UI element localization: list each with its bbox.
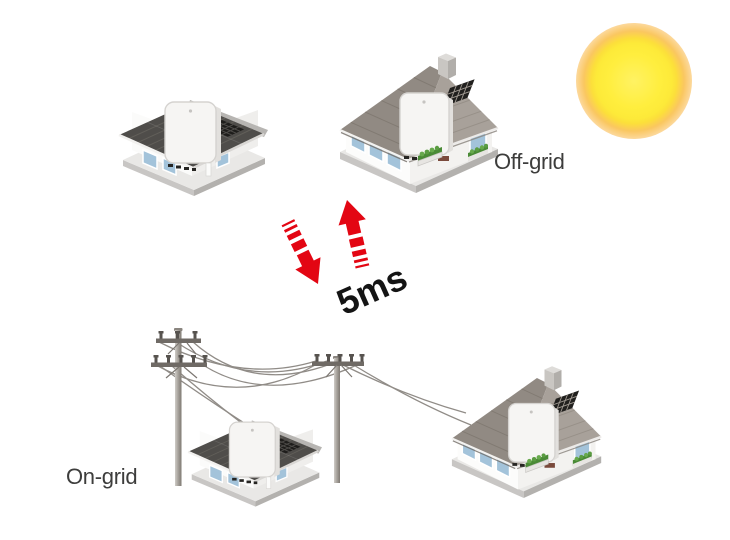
utility-pole-right [312, 354, 365, 483]
off-grid-label: Off-grid [494, 149, 565, 174]
solar-house-top-left-icon [117, 98, 270, 198]
utility-pole-left [151, 328, 208, 486]
down-arrow-icon [275, 216, 331, 291]
off-grid-cottage-house-icon [338, 52, 500, 195]
up-arrow-icon [333, 196, 377, 271]
sun-icon [576, 23, 692, 139]
on-grid-cottage-house-icon [450, 365, 603, 500]
on-grid-label: On-grid [66, 464, 138, 489]
on-grid-solar-house-icon [186, 419, 324, 508]
